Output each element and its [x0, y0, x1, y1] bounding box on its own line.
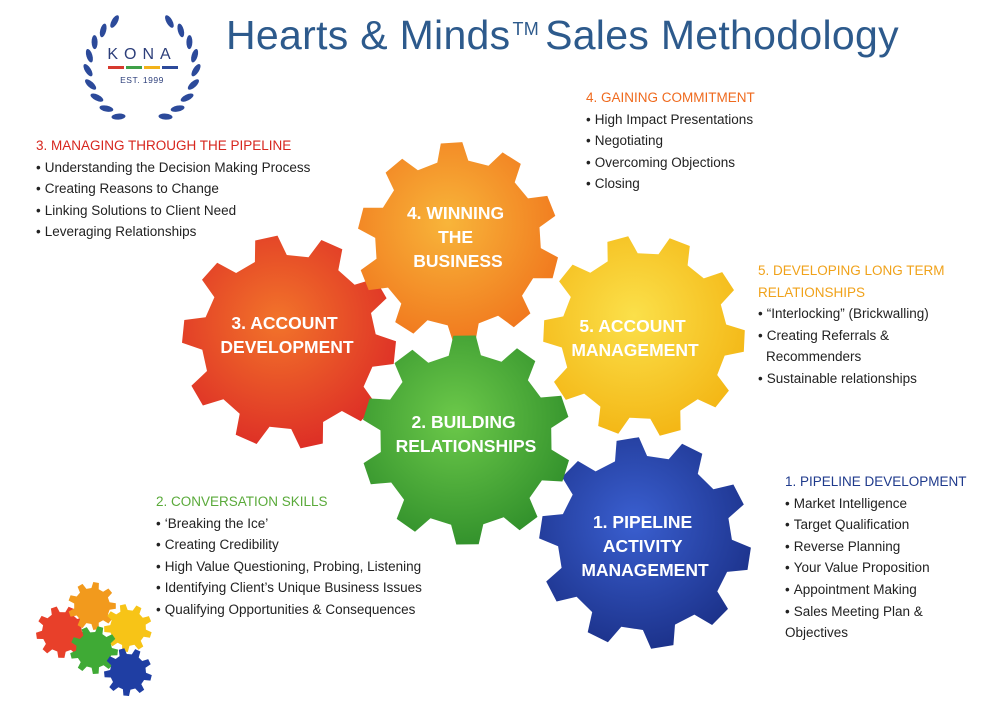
list-item: Linking Solutions to Client Need	[36, 200, 310, 222]
list-item: Target Qualification	[785, 514, 967, 536]
laurel-leaf-icon	[186, 35, 193, 50]
list-item: Sustainable relationships	[758, 368, 945, 390]
list-item-continuation: Objectives	[785, 625, 849, 641]
item-list: ‘Breaking the Ice’ Creating Credibility …	[156, 513, 422, 621]
title-rest: Sales Methodology	[545, 12, 899, 58]
list-item: Leveraging Relationships	[36, 221, 310, 243]
list-item: Creating Reasons to Change	[36, 178, 310, 200]
list-item: Sales Meeting Plan &	[785, 601, 967, 623]
list-item: Creating Referrals &	[758, 325, 945, 347]
gear-label-account-development: 3. ACCOUNT DEVELOPMENT	[220, 313, 354, 357]
gear-pipeline-activity	[539, 437, 751, 649]
mini-gear-icon	[104, 604, 152, 652]
laurel-wreath-icon	[83, 15, 201, 120]
mini-gear-icon	[70, 626, 118, 674]
trademark-mark: TM	[512, 19, 540, 39]
list-item: Market Intelligence	[785, 493, 967, 515]
kona-logo: KONA EST. 1999	[72, 6, 212, 136]
mini-gears-decoration	[36, 582, 152, 696]
logo-established: EST. 1999	[120, 75, 164, 85]
list-item: Appointment Making	[785, 579, 967, 601]
laurel-leaf-icon	[99, 105, 114, 112]
laurel-leaf-icon	[83, 64, 93, 77]
laurel-leaf-icon	[99, 23, 107, 38]
laurel-leaf-icon	[85, 79, 97, 90]
list-item: High Value Questioning, Probing, Listeni…	[156, 556, 422, 578]
laurel-leaf-icon	[165, 15, 174, 28]
list-item: Overcoming Objections	[586, 152, 755, 174]
laurel-leaf-icon	[110, 15, 119, 28]
laurel-leaf-icon	[111, 113, 126, 120]
logo-name: KONA	[107, 46, 177, 63]
section-long-term-relationships: 5. DEVELOPING LONG TERM RELATIONSHIPS “I…	[758, 260, 945, 390]
section-managing-pipeline: 3. MANAGING THROUGH THE PIPELINE Underst…	[36, 135, 310, 243]
gear-label-account-management: 5. ACCOUNT MANAGEMENT	[571, 316, 699, 360]
item-list: “Interlocking” (Brickwalling) Creating R…	[758, 303, 945, 389]
section-pipeline-development: 1. PIPELINE DEVELOPMENT Market Intellige…	[785, 471, 967, 644]
laurel-leaf-icon	[85, 48, 93, 63]
laurel-leaf-icon	[170, 105, 185, 112]
laurel-leaf-icon	[177, 23, 185, 38]
list-item: ‘Breaking the Ice’	[156, 513, 422, 535]
item-list: High Impact Presentations Negotiating Ov…	[586, 109, 755, 195]
item-list: Market Intelligence Target Qualification…	[785, 493, 967, 644]
mini-gear-icon	[104, 648, 152, 696]
section-conversation-skills: 2. CONVERSATION SKILLS ‘Breaking the Ice…	[156, 491, 422, 621]
list-item-continuation: Recommenders	[766, 349, 862, 365]
list-item: “Interlocking” (Brickwalling)	[758, 303, 945, 325]
list-item: Closing	[586, 173, 755, 195]
laurel-leaf-icon	[191, 48, 199, 63]
gear-winning-business	[358, 142, 558, 344]
section-gaining-commitment: 4. GAINING COMMITMENT High Impact Presen…	[586, 87, 755, 195]
gear-account-management	[543, 236, 745, 436]
title-main: Hearts & Minds	[226, 12, 511, 58]
list-item: Creating Credibility	[156, 534, 422, 556]
list-item: Reverse Planning	[785, 536, 967, 558]
list-item: Your Value Proposition	[785, 557, 967, 579]
mini-gear-icon	[36, 606, 88, 658]
section-heading: 4. GAINING COMMITMENT	[586, 90, 755, 105]
gear-label-pipeline-activity: 1. PIPELINE ACTIVITY MANAGEMENT	[581, 512, 709, 580]
gear-label-building-relationships: 2. BUILDING RELATIONSHIPS	[396, 412, 537, 456]
mini-gear-icon	[68, 582, 116, 630]
laurel-leaf-icon	[90, 93, 104, 102]
list-item: Understanding the Decision Making Proces…	[36, 157, 311, 179]
section-heading: 2. CONVERSATION SKILLS	[156, 494, 328, 509]
laurel-leaf-icon	[158, 113, 173, 120]
laurel-leaf-icon	[180, 93, 194, 102]
section-heading: 3. MANAGING THROUGH THE PIPELINE	[36, 138, 292, 153]
list-item: Qualifying Opportunities & Consequences	[156, 599, 422, 621]
laurel-leaf-icon	[191, 64, 201, 77]
gear-building-relationships	[363, 335, 569, 545]
item-list: Understanding the Decision Making Proces…	[36, 157, 311, 243]
list-item: Identifying Client’s Unique Business Iss…	[156, 577, 422, 599]
section-heading: 5. DEVELOPING LONG TERM	[758, 263, 945, 278]
section-heading: 1. PIPELINE DEVELOPMENT	[785, 474, 967, 489]
gear-label-winning-business: 4. WINNING THE BUSINESS	[407, 203, 509, 271]
list-item: High Impact Presentations	[586, 109, 755, 131]
laurel-leaf-icon	[91, 35, 98, 50]
laurel-leaf-icon	[187, 79, 199, 90]
gear-account-development	[182, 235, 396, 449]
section-heading-line2: RELATIONSHIPS	[758, 284, 866, 300]
list-item: Negotiating	[586, 130, 755, 152]
